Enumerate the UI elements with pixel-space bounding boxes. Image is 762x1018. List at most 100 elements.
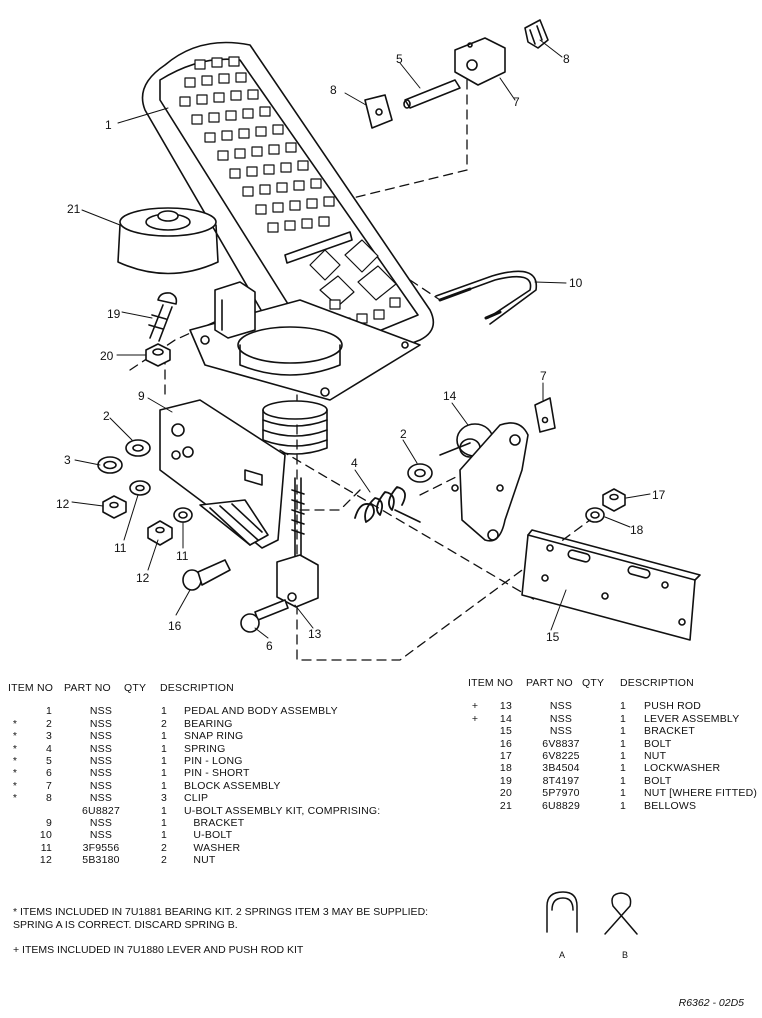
item-no: 12 (39, 854, 52, 867)
callout-9: 9 (138, 389, 145, 403)
spring (354, 486, 421, 523)
qty: 2 (160, 717, 168, 730)
row-mark: * (12, 779, 18, 792)
qty: 1 (160, 730, 168, 743)
qty: 3 (160, 792, 168, 805)
header-item-no: ITEM NO (468, 677, 514, 689)
item-no: 4 (45, 742, 52, 755)
row-mark: * (12, 792, 18, 805)
row-mark (8, 854, 22, 866)
description: BELLOWS (644, 799, 697, 812)
qty: 1 (619, 725, 627, 738)
callout-1: 1 (105, 118, 112, 132)
callout-11: 11 (114, 541, 127, 555)
nut-left-1 (102, 495, 127, 519)
header-description: DESCRIPTION (620, 677, 694, 689)
clip-top (524, 19, 549, 49)
callout-16: 16 (168, 619, 182, 633)
u-bolt (435, 270, 538, 325)
row-mark: * (12, 742, 18, 755)
qty: 2 (160, 854, 168, 867)
callout-6: 6 (266, 639, 273, 653)
description: U-BOLT (184, 829, 233, 842)
row-mark (8, 817, 22, 829)
row-mark (8, 705, 22, 717)
header-part-no: PART NO (526, 677, 573, 689)
part-no: NSS (89, 742, 113, 755)
part-no: NSS (549, 712, 573, 725)
bearing-kit-note: * ITEMS INCLUDED IN 7U1881 BEARING KIT. … (13, 906, 428, 931)
callout-10: 10 (569, 276, 583, 290)
callout-4: 4 (351, 456, 358, 470)
description: BLOCK ASSEMBLY (184, 779, 281, 792)
part-no: 3F9556 (82, 841, 120, 854)
description: PUSH ROD (644, 700, 702, 713)
callout-3: 3 (64, 453, 71, 467)
lockwasher-18 (585, 507, 605, 523)
description: CLIP (184, 792, 209, 805)
description: BOLT (644, 774, 672, 787)
callout-8: 8 (330, 83, 337, 97)
item-no: 5 (45, 754, 52, 767)
table-header: ITEM NO PART NO QTY DESCRIPTION (8, 682, 380, 694)
row-mark: * (12, 767, 18, 780)
lever-assembly (439, 422, 529, 542)
row-mark (468, 787, 482, 799)
callout-7: 7 (513, 95, 520, 109)
qty: 1 (160, 767, 168, 780)
callout-18: 18 (630, 523, 644, 537)
row-mark (468, 762, 482, 774)
part-no: 3B4504 (542, 762, 580, 775)
callout-12: 12 (136, 571, 150, 585)
row-mark (468, 725, 482, 737)
spring-b-label: B (622, 950, 628, 960)
part-no: 6V8225 (542, 749, 580, 762)
item-no: 1 (45, 705, 52, 718)
qty: 1 (160, 804, 168, 817)
bracket-15 (521, 529, 701, 641)
pedal-assembly (141, 41, 435, 377)
nut-17 (602, 488, 626, 512)
part-no: NSS (89, 829, 113, 842)
row-mark: + (471, 700, 479, 713)
part-no: NSS (89, 779, 113, 792)
qty: 1 (619, 712, 627, 725)
callout-21: 21 (67, 202, 81, 216)
header-part-no: PART NO (64, 682, 111, 694)
washer-left-2 (173, 507, 193, 523)
part-no: NSS (89, 816, 113, 829)
description: BRACKET (184, 816, 245, 829)
row-mark: * (12, 754, 18, 767)
qty: 1 (619, 787, 627, 800)
part-no: NSS (89, 792, 113, 805)
row-mark (468, 775, 482, 787)
item-no: 6 (45, 767, 52, 780)
header-item-no: ITEM NO (8, 682, 54, 694)
qty: 1 (619, 762, 627, 775)
callout-5: 5 (396, 52, 403, 66)
part-no: 6U8827 (82, 804, 120, 817)
pin-short (240, 599, 289, 633)
callout-19: 19 (107, 307, 121, 321)
bolt-19 (148, 292, 178, 342)
clip-right (534, 397, 556, 433)
item-no: 3 (45, 730, 52, 743)
description: PIN - SHORT (184, 767, 250, 780)
qty: 1 (160, 754, 168, 767)
callout-2: 2 (400, 427, 407, 441)
item-no: 19 (499, 774, 512, 787)
row-mark (8, 842, 22, 854)
